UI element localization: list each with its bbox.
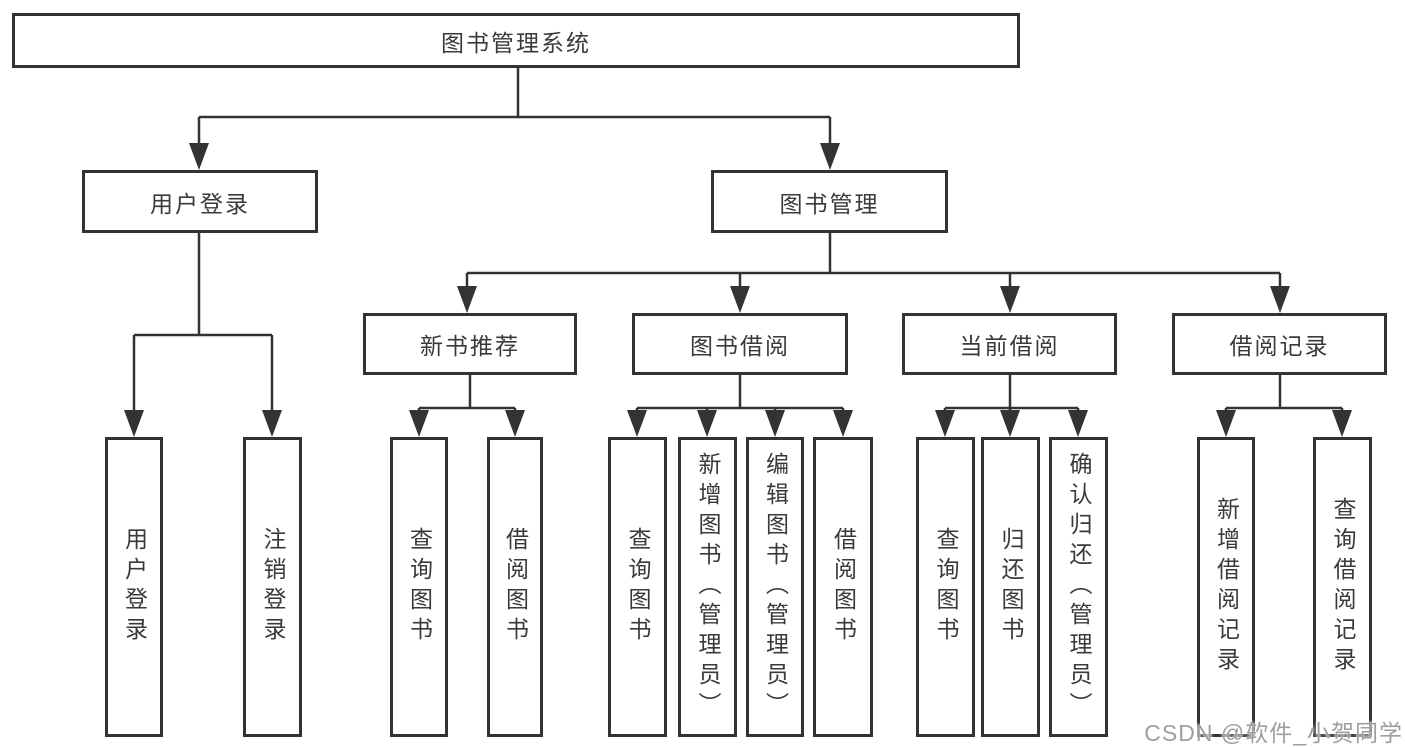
node-return-book-label: 归还图书 [998,527,1024,647]
node-user-login-action: 用户登录 [105,437,163,737]
node-return-book: 归还图书 [981,437,1040,737]
node-add-book-admin: 新增图书（管理员） [678,437,737,737]
node-edit-book-admin: 编辑图书（管理员） [746,437,804,737]
node-add-book-admin-label: 新增图书（管理员） [695,452,721,722]
node-recommend-query-book-label: 查询图书 [406,527,433,647]
node-system-root-label: 图书管理系统 [441,29,591,56]
node-borrow-book-action: 借阅图书 [813,437,873,737]
node-logout-action-label: 注销登录 [260,527,286,647]
node-current-query-book-label: 查询图书 [933,527,959,647]
node-logout-action: 注销登录 [243,437,302,737]
csdn-watermark: CSDN @软件_小贺同学 [1144,720,1403,746]
node-new-book-recommend: 新书推荐 [363,313,577,375]
node-borrow-query-book-label: 查询图书 [625,527,651,647]
node-confirm-return-admin-label: 确认归还（管理员） [1066,452,1092,722]
node-book-management: 图书管理 [711,170,948,233]
node-recommend-query-book: 查询图书 [390,437,448,737]
node-borrow-book-action-label: 借阅图书 [830,527,857,647]
node-current-borrow-label: 当前借阅 [959,333,1060,359]
node-current-query-book: 查询图书 [916,437,975,737]
node-user-login: 用户登录 [82,170,318,233]
node-query-borrow-record-label: 查询借阅记录 [1330,497,1356,677]
connector-paths [132,68,1344,418]
node-add-borrow-record: 新增借阅记录 [1197,437,1255,737]
node-book-borrow: 图书借阅 [632,313,848,375]
node-borrow-record-label: 借阅记录 [1229,333,1330,359]
node-system-root: 图书管理系统 [12,13,1020,68]
arrowheads [124,143,1352,437]
node-borrow-record: 借阅记录 [1172,313,1387,375]
node-confirm-return-admin: 确认归还（管理员） [1049,437,1108,737]
node-recommend-borrow-book-label: 借阅图书 [502,527,529,647]
node-edit-book-admin-label: 编辑图书（管理员） [762,452,789,722]
node-user-login-action-label: 用户登录 [121,527,148,647]
node-borrow-query-book: 查询图书 [608,437,667,737]
node-query-borrow-record: 查询借阅记录 [1313,437,1372,737]
node-new-book-recommend-label: 新书推荐 [420,333,520,359]
node-book-borrow-label: 图书借阅 [690,333,790,359]
node-add-borrow-record-label: 新增借阅记录 [1213,497,1240,677]
node-current-borrow: 当前借阅 [902,313,1117,375]
node-recommend-borrow-book: 借阅图书 [487,437,543,737]
node-user-login-label: 用户登录 [150,190,250,217]
node-book-management-label: 图书管理 [779,190,880,217]
